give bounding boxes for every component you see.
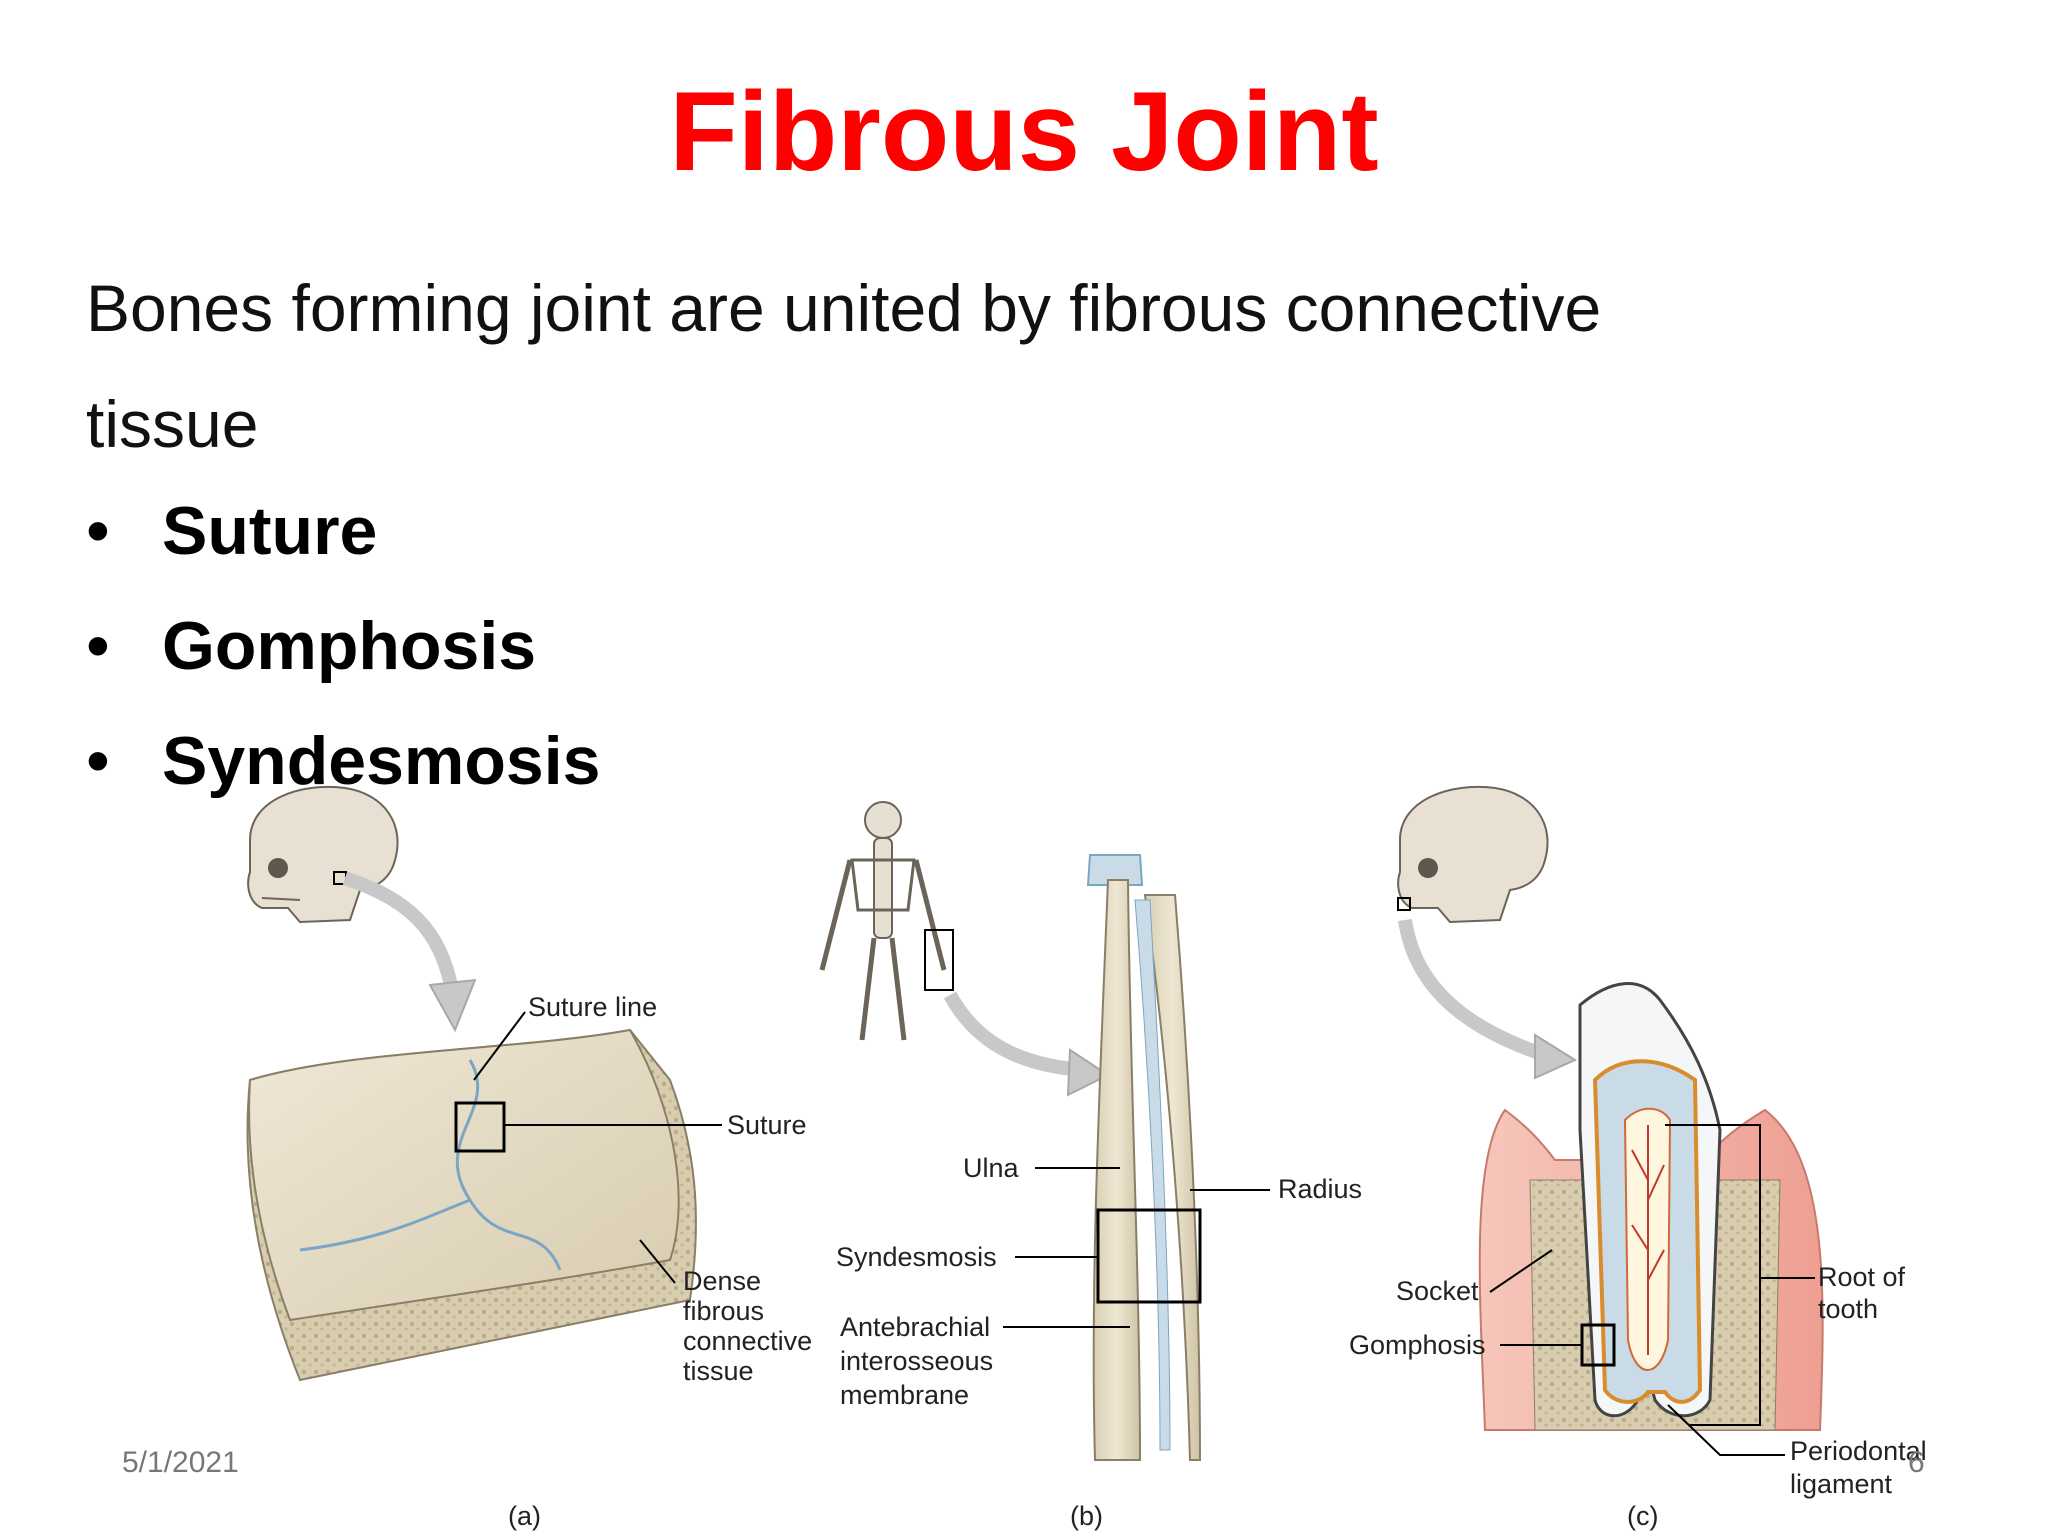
panel-b-syndesmosis: Ulna Radius Syndesmosis Antebrachial int… [819,801,1362,1531]
skull-icon [247,785,399,924]
bullet-list: •Suture •Gomphosis •Syndesmosis [86,474,600,819]
bullet-item: •Syndesmosis [86,723,601,799]
body-line-2: tissue [86,387,259,461]
panel-c-gomphosis: Socket Gomphosis Root of tooth Periodont… [1349,785,1927,1531]
label-dense-3: connective [683,1326,812,1356]
label-root-2: tooth [1818,1294,1878,1324]
bullet-item: •Gomphosis [86,608,537,684]
panel-a-suture: Suture line Suture Dense fibrous connect… [246,785,812,1531]
label-gomphosis: Gomphosis [1349,1330,1486,1360]
body-line-1: Bones forming joint are united by fibrou… [86,271,1602,345]
tooth-cross-section [1478,982,1824,1431]
arrow-b [943,991,1081,1077]
label-root-1: Root of [1818,1262,1906,1292]
bullet-item: •Suture [86,493,378,569]
slide-page-number: 6 [1908,1446,1925,1479]
label-dense-2: fibrous [683,1296,764,1326]
fibrous-joint-figure: Suture line Suture Dense fibrous connect… [0,780,2048,1536]
panel-label-c: (c) [1627,1501,1658,1531]
skeleton-icon [819,801,954,1041]
suture-line [299,1059,562,1271]
label-socket: Socket [1396,1276,1479,1306]
label-syndesmosis: Syndesmosis [836,1242,997,1272]
label-ulna: Ulna [963,1153,1020,1183]
label-suture-line: Suture line [528,992,657,1022]
slide-title: Fibrous Joint [669,69,1379,194]
label-dense-4: tissue [683,1356,754,1386]
slide-body: Bones forming joint are united by fibrou… [86,250,1986,482]
label-membrane-2: interosseous [840,1346,993,1376]
arrow-c [1398,918,1548,1062]
figure-illustration: Suture line Suture Dense fibrous connect… [246,785,1927,1531]
label-membrane-3: membrane [840,1380,969,1410]
label-perio-1: Periodontal [1790,1436,1927,1466]
arrow-a [342,871,459,992]
label-dense-1: Dense [683,1266,761,1296]
label-suture: Suture [727,1110,807,1140]
suture-bone-block [246,1028,697,1382]
skull-icon-c [1397,785,1549,924]
forearm-bones [1086,854,1202,1461]
panel-label-b: (b) [1070,1501,1103,1531]
panel-label-a: (a) [508,1501,541,1531]
label-radius: Radius [1278,1174,1362,1204]
label-perio-2: ligament [1790,1469,1893,1499]
slide-date: 5/1/2021 [122,1446,239,1479]
label-membrane-1: Antebrachial [840,1312,990,1342]
